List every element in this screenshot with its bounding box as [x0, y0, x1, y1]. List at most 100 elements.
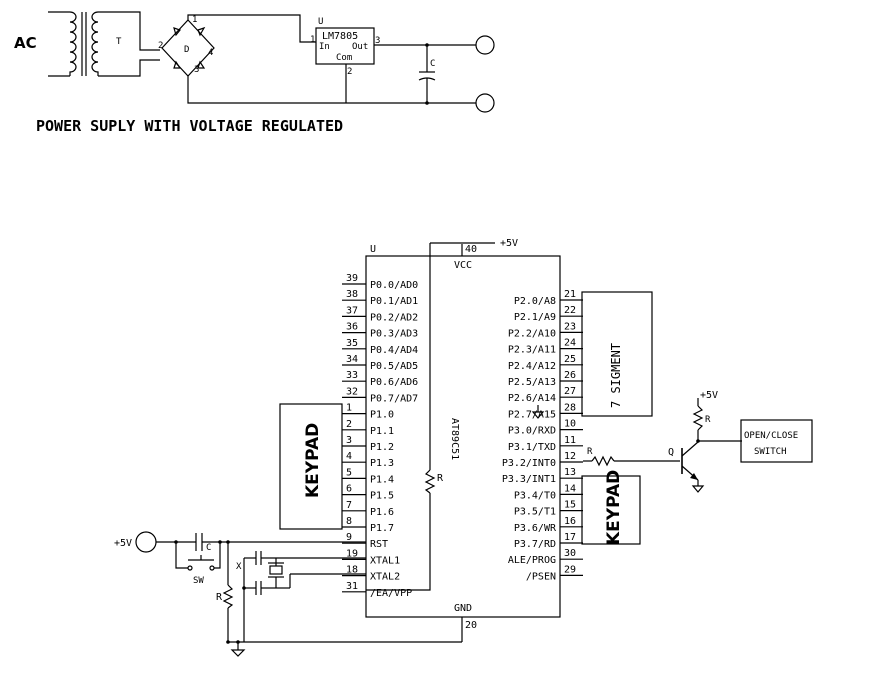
reset-resistor-label: R: [216, 592, 223, 603]
mcu-right-pin-label: P2.0/A8: [514, 296, 556, 307]
power-supply-caption: POWER SUPLY WITH VOLTAGE REGULATED: [36, 117, 343, 135]
regulator-out: Out: [352, 42, 368, 52]
mcu-left-pin-label: P0.4/AD4: [370, 345, 418, 356]
mcu-left-pin-number: 31: [346, 581, 358, 592]
mcu-left-pin-number: 19: [346, 548, 358, 559]
mcu-left-pin-number: 38: [346, 289, 358, 300]
pin28-ground-symbol: [531, 405, 545, 419]
mcu-body: [365, 255, 561, 618]
bridge-rectifier: D 1 2 3 4: [158, 14, 346, 104]
regulator-part: LM7805: [322, 31, 358, 42]
mcu-right-pin-number: 17: [564, 532, 576, 543]
mcu-left-pin-label: XTAL1: [370, 555, 400, 566]
mcu-right-pin-number: 26: [564, 370, 576, 381]
mcu-left-pin-number: 35: [346, 338, 358, 349]
mcu-left-pin-label: XTAL2: [370, 572, 400, 583]
mcu-left-pin-label: P0.2/AD2: [370, 312, 418, 323]
power-supply-section: AC T D 1 2 3 4: [14, 11, 495, 135]
bridge-label: D: [184, 45, 189, 55]
mcu-right-pin-number: 28: [564, 402, 576, 413]
mcu-left-pin-label: P0.1/AD1: [370, 296, 418, 307]
mcu-left-pin-label: P1.4: [370, 474, 394, 485]
voltage-regulator: U LM7805 In Out Com 1 2 3: [310, 17, 476, 104]
mcu-left-pins: 39P0.0/AD038P0.1/AD137P0.2/AD236P0.3/AD3…: [342, 273, 418, 599]
mcu-left-pin-number: 6: [346, 484, 352, 495]
mcu-right-pin-label: P2.3/A11: [508, 345, 556, 356]
mcu-right-pin-label: P2.7/A15: [508, 409, 556, 420]
mcu-right-pin-label: P3.4/T0: [514, 490, 556, 501]
transistor-label: Q: [668, 447, 674, 458]
collector-resistor-label: R: [705, 415, 711, 425]
mcu-right-pin-label: P3.7/RD: [514, 539, 556, 550]
vcc-pin-number: 40: [465, 244, 477, 255]
mcu-left-pin-number: 1: [346, 403, 352, 414]
mcu-right-pin-label: ALE/PROG: [508, 555, 556, 566]
mcu-left-pin-number: 37: [346, 305, 358, 316]
transformer-label: T: [116, 37, 122, 47]
reset-supply-label: +5V: [114, 538, 132, 549]
reset-supply-terminal: [135, 531, 157, 553]
mcu-right-pin-number: 27: [564, 386, 576, 397]
bridge-pin-3: 3: [194, 65, 199, 75]
transistor-driver: R Q R +5V: [583, 390, 742, 493]
reset-switch-label: SW: [193, 576, 204, 586]
mcu-left-pin-number: 34: [346, 354, 358, 365]
mcu-left-pin-label: P1.7: [370, 523, 394, 534]
mcu-right-pin-number: 12: [564, 451, 576, 462]
mcu-right-pin-label: P3.3/INT1: [502, 474, 556, 485]
mcu-left-pin-number: 33: [346, 370, 358, 381]
open-close-switch-box: OPEN/CLOSE SWITCH: [740, 419, 813, 463]
mcu-right-pin-label: P3.1/TXD: [508, 442, 556, 453]
mcu-left-pin-number: 2: [346, 419, 352, 430]
output-terminal-positive: [475, 35, 495, 55]
mcu-right-pin-number: 10: [564, 419, 576, 430]
mcu-right-pin-label: P3.6/WR: [514, 523, 557, 534]
regulator-pin-3: 3: [375, 36, 380, 46]
mcu-right-pin-label: P3.5/T1: [514, 507, 556, 518]
regulator-ref: U: [318, 17, 323, 27]
mcu-left-pin-number: 8: [346, 516, 352, 527]
mcu-right-pin-number: 15: [564, 500, 576, 511]
mcu-left-pin-number: 36: [346, 322, 358, 333]
mcu-right-pin-label: P3.0/RXD: [508, 426, 556, 437]
mcu-left-pin-label: P0.3/AD3: [370, 329, 418, 340]
seven-segment-label: 7 SIGMENT: [609, 343, 623, 408]
reset-cap-label: C: [206, 543, 211, 553]
mcu-left-pin-label: P1.0: [370, 410, 394, 421]
mcu-left-pin-number: 39: [346, 273, 358, 284]
vcc-label: VCC: [454, 260, 472, 271]
mcu-right-pin-number: 23: [564, 321, 576, 332]
mcu-left-pin-number: 5: [346, 467, 352, 478]
mcu-right-pin-label: /PSEN: [526, 571, 556, 582]
mcu-left-pin-label: P1.2: [370, 442, 394, 453]
ac-label: AC: [14, 34, 37, 52]
regulator-pin-2: 2: [347, 67, 352, 77]
bridge-pin-4: 4: [208, 48, 213, 58]
mcu-left-pin-label: P1.6: [370, 507, 394, 518]
bridge-pin-2: 2: [158, 41, 163, 51]
keypad-left: KEYPAD: [279, 403, 343, 530]
mcu-left-pin-label: P0.7/AD7: [370, 393, 418, 404]
mcu-right-pin-number: 29: [564, 564, 576, 575]
mcu-left-pin-number: 32: [346, 386, 358, 397]
microcontroller: U VCC GND AT89C51 40 +5V 20 39P0.0/AD038…: [342, 238, 583, 632]
mcu-left-pin-label: P1.3: [370, 458, 394, 469]
mcu-ref: U: [370, 244, 376, 255]
bridge-pin-1: 1: [192, 15, 197, 25]
mcu-right-pin-label: P3.2/INT0: [502, 458, 556, 469]
mcu-left-pin-number: 18: [346, 565, 358, 576]
filter-capacitor-label: C: [430, 59, 435, 69]
base-resistor-label: R: [587, 447, 593, 457]
mcu-right-pin-number: 16: [564, 516, 576, 527]
mcu-right-pin-number: 24: [564, 338, 576, 349]
pullup-supply-label: +5V: [700, 390, 718, 401]
mcu-right-pin-number: 14: [564, 483, 576, 494]
crystal-oscillator: X: [236, 551, 366, 642]
mcu-part: AT89C51: [449, 418, 460, 460]
mcu-right-pins: 21P2.0/A822P2.1/A923P2.2/A1024P2.3/A1125…: [502, 289, 583, 582]
mcu-left-pin-label: /EA/VPP: [370, 588, 412, 599]
mcu-left-pin-label: P0.6/AD6: [370, 377, 418, 388]
gnd-label: GND: [454, 603, 472, 614]
crystal-label: X: [236, 562, 242, 572]
